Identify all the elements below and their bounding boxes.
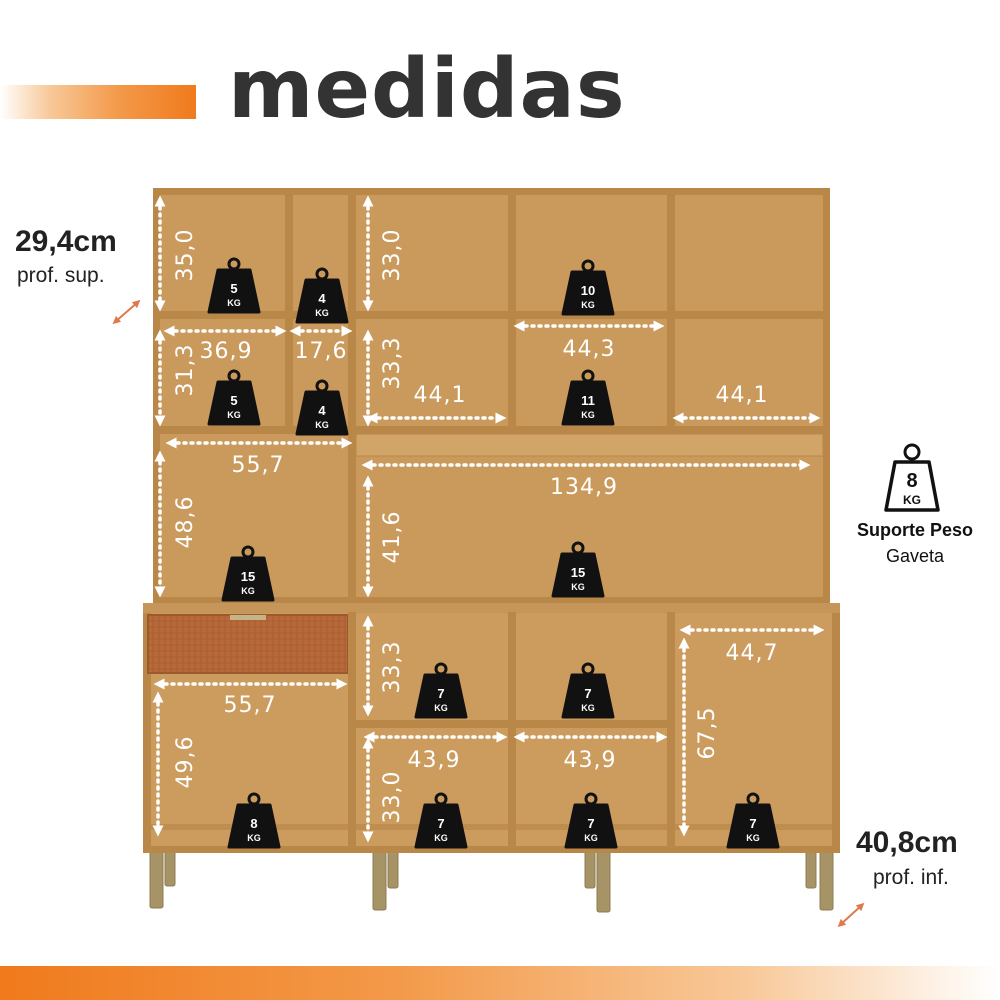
horizontal-measure-label: 44,1	[716, 383, 769, 408]
horizontal-measure-label: 44,1	[414, 383, 467, 408]
horizontal-measure-label: 44,7	[726, 641, 779, 666]
weight-value: 7	[584, 686, 591, 701]
weight-value: 4	[318, 291, 326, 306]
vertical-measure-label: 41,6	[380, 511, 405, 564]
weight-unit: KG	[227, 410, 241, 420]
vertical-measure-label: 33,0	[380, 229, 405, 282]
weight-value: 7	[587, 816, 594, 831]
top-depth-value: 29,4cm	[15, 225, 117, 258]
vertical-measure-label: 67,5	[695, 707, 720, 760]
weight-value: 7	[437, 816, 444, 831]
legend-subtitle: Gaveta	[885, 546, 945, 566]
weight-value: 7	[437, 686, 444, 701]
page-title: medidas	[228, 42, 626, 137]
top-depth-label: prof. sup.	[17, 264, 105, 287]
weight-value: 5	[230, 281, 237, 296]
measure-arrows	[152, 195, 825, 843]
weight-icon: 5KG	[207, 257, 261, 314]
drawer	[147, 614, 349, 674]
weight-value: 15	[571, 565, 585, 580]
horizontal-measure-label: 55,7	[232, 453, 285, 478]
weight-unit: KG	[746, 833, 760, 843]
horizontal-measure-label: 43,9	[408, 748, 461, 773]
leg	[164, 849, 176, 887]
weight-unit: KG	[434, 833, 448, 843]
weight-unit: KG	[434, 703, 448, 713]
vertical-measure-label: 33,3	[380, 337, 405, 390]
weight-unit: KG	[315, 308, 329, 318]
drawer-handle	[230, 615, 266, 620]
weight-icon: 8KG	[227, 792, 281, 849]
weight-value: 11	[581, 393, 595, 408]
weight-icon: 7KG	[414, 662, 468, 719]
weight-icon: 7KG	[726, 792, 780, 849]
weight-value: 7	[749, 816, 756, 831]
weight-unit: KG	[581, 300, 595, 310]
top-depth-arrow	[112, 299, 141, 325]
vertical-measure-label: 48,6	[173, 496, 198, 549]
vertical-measure-label: 35,0	[173, 229, 198, 282]
horizontal-measure-label: 44,3	[563, 337, 616, 362]
vertical-measure-label: 33,3	[380, 641, 405, 694]
upper-cabinet	[153, 188, 830, 605]
weight-unit: KG	[241, 586, 255, 596]
title-accent-bar	[0, 85, 196, 119]
vertical-measure-label: 33,0	[380, 771, 405, 824]
horizontal-measure-label: 36,9	[200, 339, 253, 364]
weight-icon: 4KG	[295, 379, 349, 436]
weight-unit: KG	[227, 298, 241, 308]
weight-icon: 7KG	[414, 792, 468, 849]
leg	[596, 849, 611, 913]
leg	[819, 849, 834, 911]
vertical-measure-label: 49,6	[173, 736, 198, 789]
horizontal-measure-label: 134,9	[550, 475, 618, 500]
legend-weight-value: 8	[906, 470, 917, 492]
legend-title: Suporte Peso	[856, 520, 974, 540]
horizontal-measure-label: 55,7	[224, 693, 277, 718]
leg	[387, 849, 399, 889]
vertical-measure-label: 31,3	[173, 344, 198, 397]
weight-value: 15	[241, 569, 255, 584]
weight-unit: KG	[571, 582, 585, 592]
weight-value: 4	[318, 403, 326, 418]
footer-accent-bar	[0, 966, 1000, 1000]
horizontal-measure-label: 43,9	[564, 748, 617, 773]
legs	[149, 849, 834, 913]
leg	[805, 849, 817, 889]
bottom-depth-label: prof. inf.	[873, 866, 949, 889]
legend-weight-icon: 8 KG	[884, 443, 940, 512]
weight-icon: 7KG	[564, 792, 618, 849]
horizontal-measure-label: 17,6	[295, 339, 348, 364]
leg	[372, 849, 387, 911]
weight-unit: KG	[247, 833, 261, 843]
weight-value: 10	[581, 283, 595, 298]
bottom-depth-arrow	[837, 902, 865, 928]
bottom-depth-value: 40,8cm	[856, 826, 958, 859]
measure-labels: 36,9 17,6 44,3 44,1 44,1 55,7 134,9 44,7 55,7 43,…	[173, 229, 779, 824]
weight-unit: KG	[315, 420, 329, 430]
weight-icon: 7KG	[561, 662, 615, 719]
weight-icon: 4KG	[295, 267, 349, 324]
legend-weight-unit: KG	[903, 493, 921, 507]
weight-value: 8	[250, 816, 257, 831]
weight-unit: KG	[584, 833, 598, 843]
leg	[149, 849, 164, 909]
weight-unit: KG	[581, 410, 595, 420]
weight-icon: 5KG	[207, 369, 261, 426]
leg	[584, 849, 596, 889]
weight-unit: KG	[581, 703, 595, 713]
weight-value: 5	[230, 393, 237, 408]
